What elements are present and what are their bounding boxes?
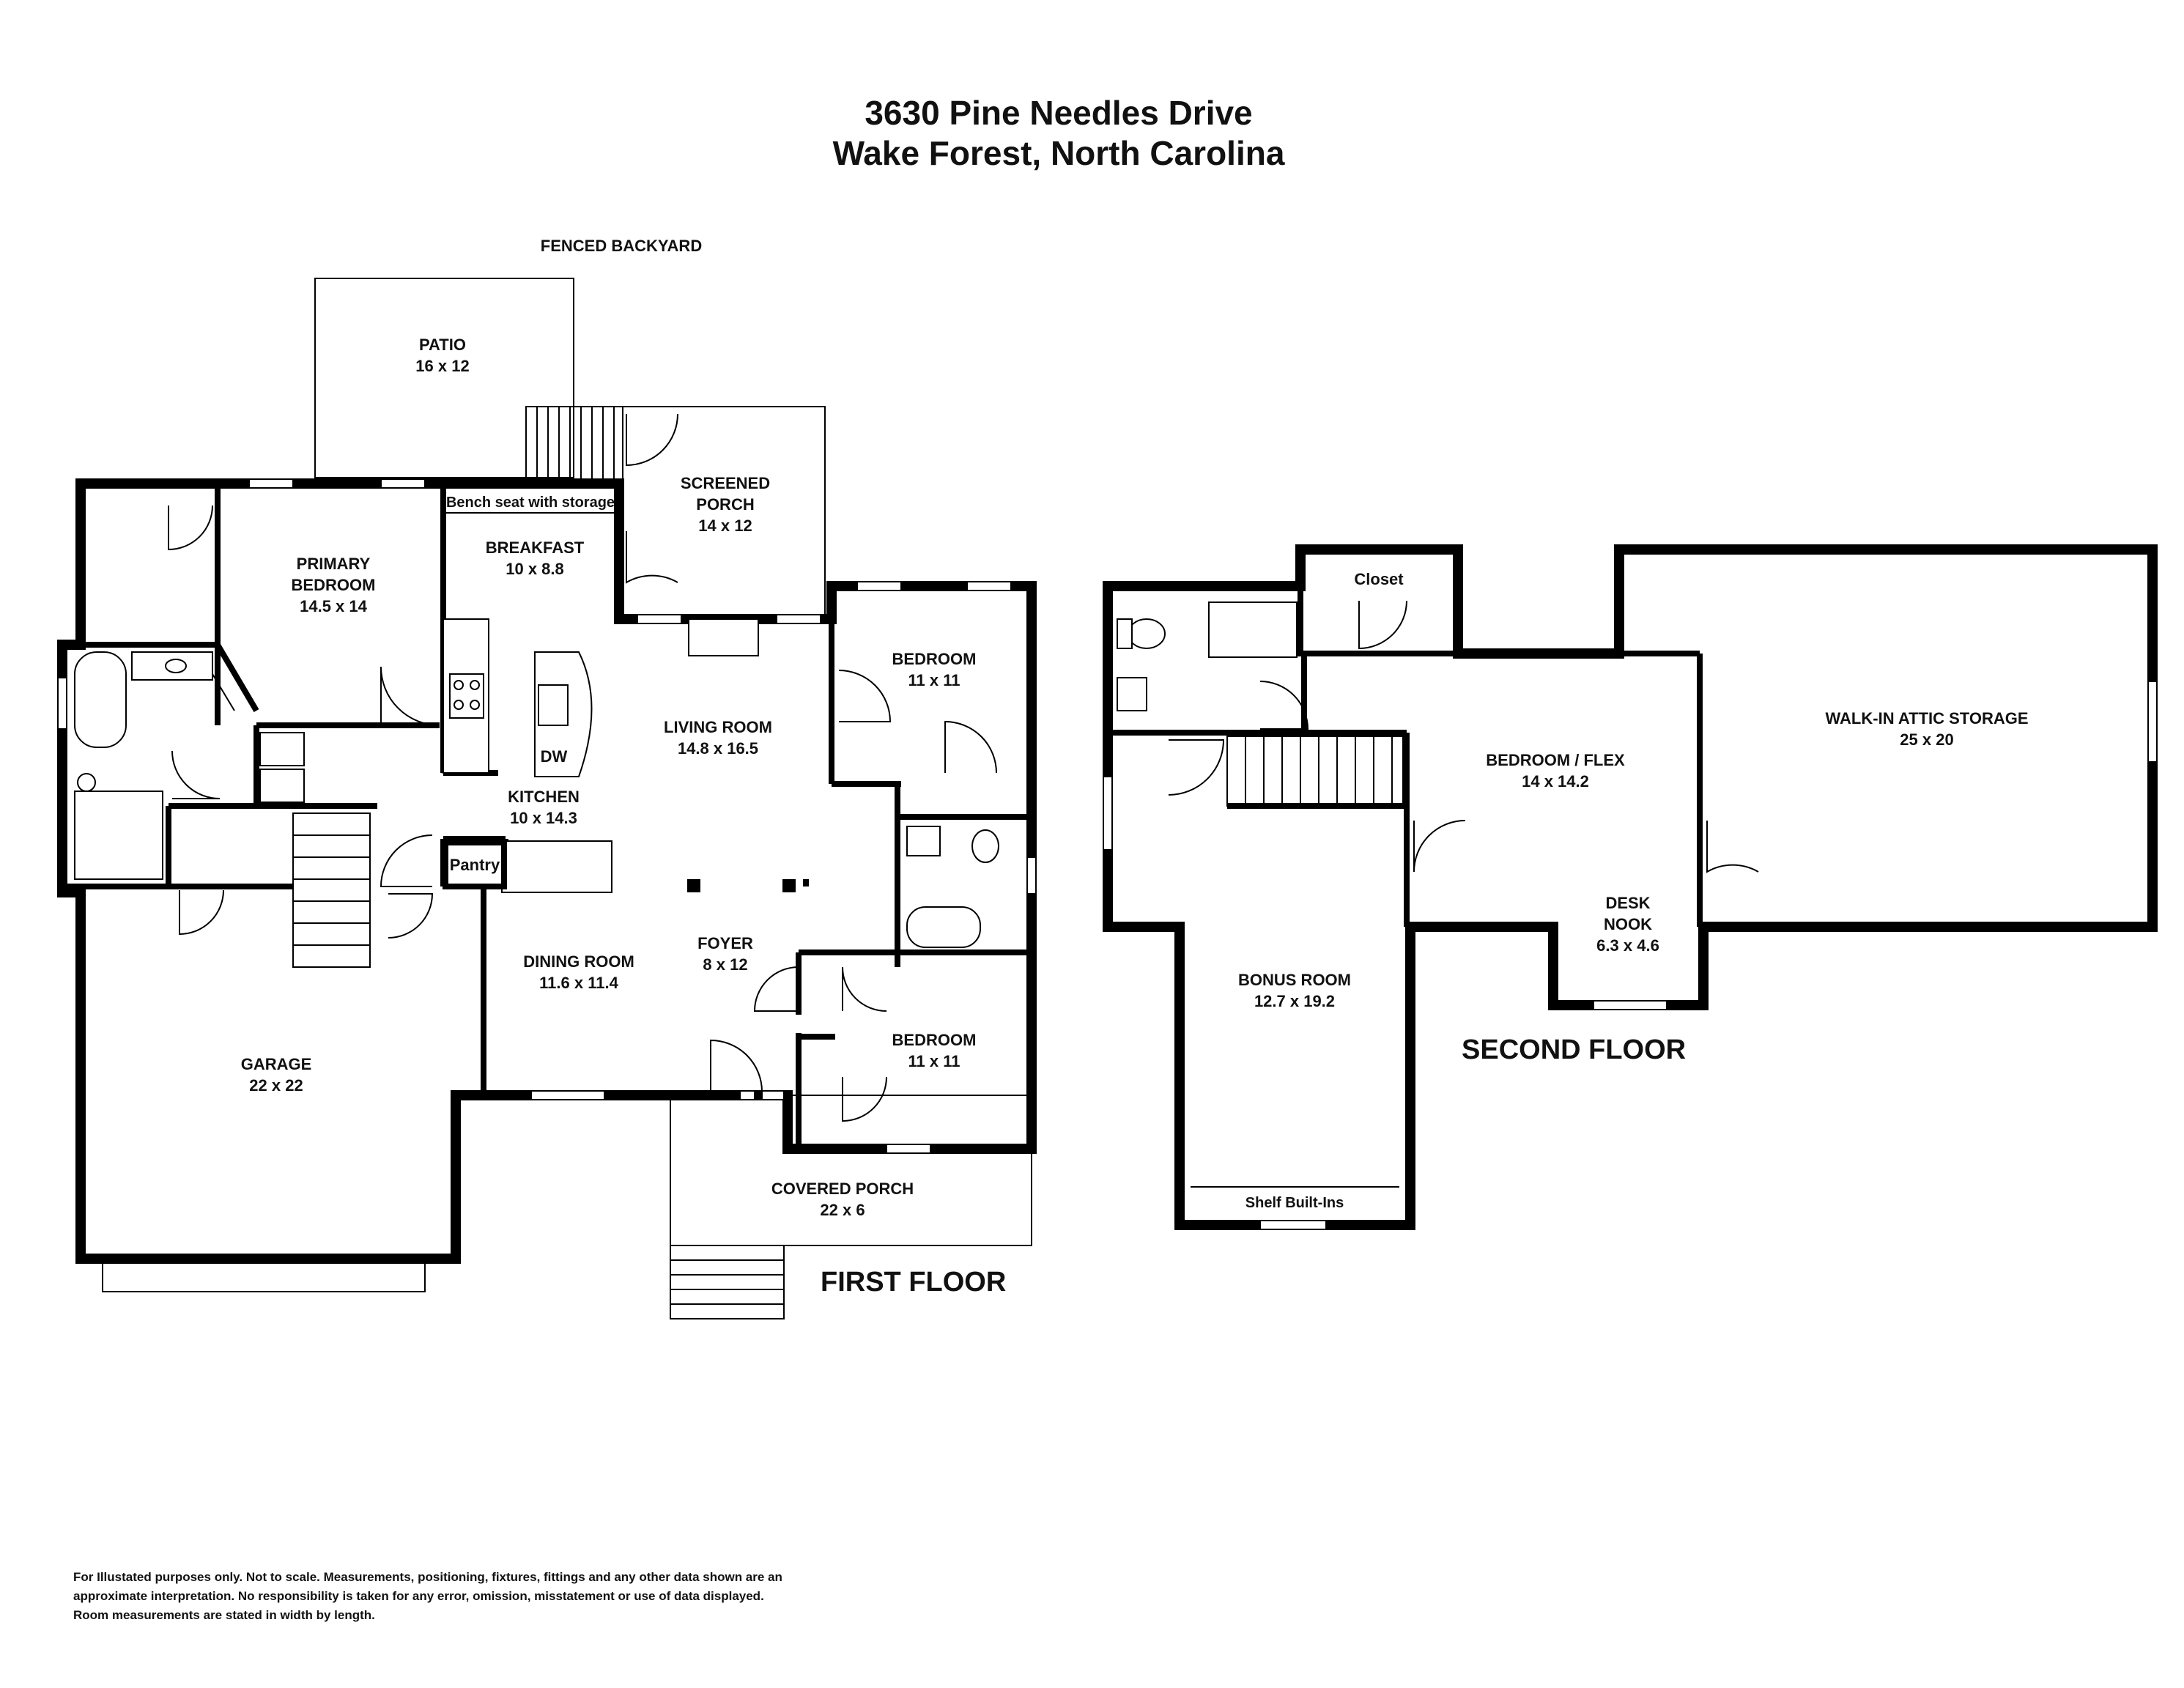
desk-nook-name-1: DESK bbox=[1605, 894, 1650, 912]
living-room-size: 14.8 x 16.5 bbox=[678, 739, 758, 758]
garage-size: 22 x 22 bbox=[249, 1076, 303, 1095]
patio-name: PATIO bbox=[419, 336, 466, 354]
screened-porch-size: 14 x 12 bbox=[698, 517, 752, 535]
covered-porch-outline bbox=[670, 1095, 1032, 1246]
upstairs-bath-fixtures bbox=[1117, 601, 1298, 711]
second-floor-plan: Shelf Built-Ins Closet BEDROOM / FLEX 14… bbox=[1103, 544, 2158, 1230]
column-right bbox=[782, 879, 796, 892]
bench-seat-label: Bench seat with storage bbox=[446, 495, 615, 511]
primary-bedroom-name-2: BEDROOM bbox=[292, 576, 376, 594]
desk-nook-size: 6.3 x 4.6 bbox=[1596, 936, 1659, 955]
front-steps bbox=[670, 1245, 785, 1319]
first-floor-plan: FENCED BACKYARD bbox=[57, 237, 1037, 1319]
sink bbox=[538, 684, 569, 726]
disclaimer-line-2: approximate interpretation. No responsib… bbox=[73, 1589, 764, 1603]
shower bbox=[74, 791, 163, 880]
fenced-backyard-label: FENCED BACKYARD bbox=[541, 237, 702, 255]
dining-room-size: 11.6 x 11.4 bbox=[539, 974, 618, 992]
bonus-room-name: BONUS ROOM bbox=[1238, 971, 1351, 989]
kitchen-size: 10 x 14.3 bbox=[510, 809, 577, 827]
second-floor-stairs bbox=[1226, 736, 1404, 807]
second-floor-exterior-wall bbox=[1103, 544, 2158, 1230]
fireplace bbox=[688, 618, 759, 656]
first-floor-label: FIRST FLOOR bbox=[821, 1267, 1006, 1298]
dishwasher-label: DW bbox=[541, 747, 568, 766]
pantry-label: Pantry bbox=[450, 856, 500, 874]
desk-nook-name-2: NOOK bbox=[1604, 915, 1652, 933]
garage-stairs bbox=[292, 812, 371, 968]
bathtub bbox=[74, 651, 127, 748]
bedroom-upper-name: BEDROOM bbox=[892, 650, 977, 668]
attic-size: 25 x 20 bbox=[1900, 730, 1953, 749]
foyer-size: 8 x 12 bbox=[703, 955, 747, 974]
bedroom-upper-size: 11 x 11 bbox=[908, 671, 960, 689]
second-floor-doors bbox=[1168, 600, 1759, 873]
primary-bedroom-name-1: PRIMARY bbox=[297, 555, 371, 573]
pantry-outline bbox=[443, 840, 507, 889]
primary-bedroom-size: 14.5 x 14 bbox=[300, 597, 368, 615]
primary-bath-fixtures bbox=[74, 651, 305, 880]
living-room-name: LIVING ROOM bbox=[664, 718, 772, 736]
covered-porch-name: COVERED PORCH bbox=[771, 1180, 914, 1198]
bedroom-lower-name: BEDROOM bbox=[892, 1031, 977, 1049]
attic-name: WALK-IN ATTIC STORAGE bbox=[1825, 709, 2028, 728]
screened-porch-name-2: PORCH bbox=[696, 495, 754, 514]
first-floor-windows bbox=[57, 478, 1037, 1154]
bedroom-flex-name: BEDROOM / FLEX bbox=[1486, 751, 1625, 769]
screened-porch-name-1: SCREENED bbox=[681, 474, 770, 492]
dining-room-name: DINING ROOM bbox=[523, 952, 634, 971]
cooktop bbox=[449, 673, 484, 719]
patio-outline bbox=[314, 278, 574, 478]
hall-bath-fixtures bbox=[906, 826, 999, 948]
second-floor-label: SECOND FLOOR bbox=[1462, 1034, 1686, 1065]
column-left bbox=[687, 879, 700, 892]
patio-size: 16 x 12 bbox=[415, 357, 469, 375]
breakfast-size: 10 x 8.8 bbox=[506, 560, 564, 578]
kitchen-island bbox=[534, 651, 593, 777]
breakfast-name: BREAKFAST bbox=[486, 538, 585, 557]
second-floor-interior-walls bbox=[1105, 651, 1703, 927]
disclaimer-line-3: Room measurements are stated in width by… bbox=[73, 1608, 375, 1622]
disclaimer-line-1: For Illustated purposes only. Not to sca… bbox=[73, 1570, 782, 1584]
garage-door bbox=[102, 1258, 426, 1292]
kitchen-counters bbox=[443, 618, 612, 893]
covered-porch-size: 22 x 6 bbox=[820, 1201, 865, 1219]
upstairs-shower bbox=[1208, 601, 1298, 658]
address-line-2: Wake Forest, North Carolina bbox=[833, 134, 1285, 172]
kitchen-name: KITCHEN bbox=[508, 788, 580, 806]
bedroom-lower-size: 11 x 11 bbox=[908, 1052, 960, 1070]
foyer-name: FOYER bbox=[697, 934, 753, 952]
disclaimer: For Illustated purposes only. Not to sca… bbox=[73, 1568, 952, 1625]
bonus-room-size: 12.7 x 19.2 bbox=[1254, 992, 1335, 1010]
closet-label: Closet bbox=[1354, 570, 1404, 588]
garage-name: GARAGE bbox=[241, 1055, 312, 1073]
bedroom-flex-size: 14 x 14.2 bbox=[1522, 772, 1589, 791]
hall-bathtub bbox=[906, 906, 981, 948]
first-floor-doors bbox=[168, 413, 997, 1122]
shelf-built-ins-label: Shelf Built-Ins bbox=[1245, 1195, 1344, 1211]
second-floor-windows bbox=[1103, 681, 2158, 1230]
address-line-1: 3630 Pine Needles Drive bbox=[865, 94, 1252, 132]
